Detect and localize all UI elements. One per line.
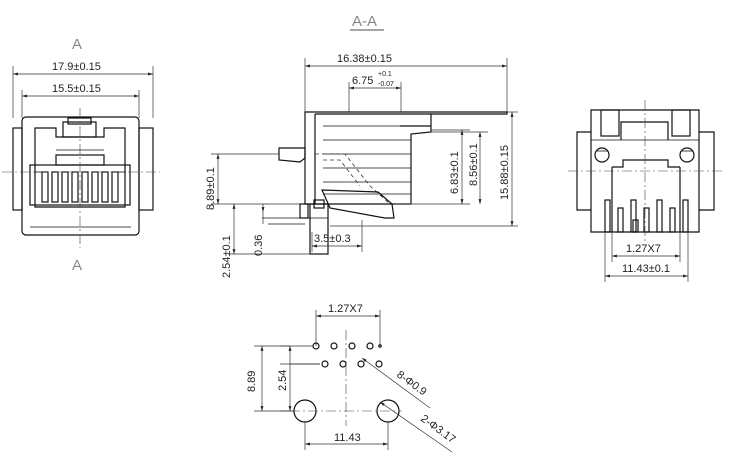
dim-front-width-inner: 15.5±0.15 — [52, 83, 101, 95]
front-view: A A 17.9±0.15 15.5±0.15 — [2, 36, 160, 274]
dim-slot-tol-upper: +0.1 — [378, 71, 392, 78]
dim-pcb-row-height: 2.54 — [277, 370, 289, 391]
dim-pcb-total-height: 8.89 — [246, 371, 258, 392]
note-peg-holes: 2-Φ3.17 — [418, 413, 457, 446]
dim-slot-tol-lower: -0.07 — [378, 81, 394, 88]
dim-standoff: 0.36 — [253, 235, 265, 256]
dim-pcb-peg-span: 11.43 — [334, 432, 361, 444]
dim-height-683: 6.83±0.1 — [449, 151, 461, 194]
dim-pin-depth: 2.54±0.1 — [221, 235, 233, 278]
dim-height-856: 8.56±0.1 — [468, 143, 480, 186]
dim-height-1588: 15.88±0.15 — [499, 145, 511, 200]
dim-slot-width: 6.75 — [352, 75, 373, 87]
dim-height-889: 8.89±0.1 — [205, 167, 217, 210]
dim-pin-offset: 3.5±0.3 — [314, 233, 351, 245]
dim-rear-peg-span: 11.43±0.1 — [622, 263, 670, 275]
pcb-layout: 1.27X7 2.54 8.89 — [246, 303, 458, 453]
dim-side-length: 16.38±0.15 — [337, 53, 392, 65]
pcb-pin-holes — [312, 342, 383, 368]
section-marker-bottom: A — [72, 257, 82, 274]
dim-front-width-outer: 17.9±0.15 — [52, 61, 101, 73]
dim-pcb-pin-pitch: 1.27X7 — [328, 303, 363, 315]
note-pin-holes: 8-Φ0.9 — [394, 369, 428, 399]
dim-rear-pin-pitch: 1.27X7 — [626, 243, 661, 255]
rear-view: 1.27X7 11.43±0.1 — [568, 100, 722, 282]
section-marker-top: A — [72, 36, 82, 53]
side-view: 16.38±0.15 6.75 +0.1 -0.07 — [205, 53, 518, 278]
section-title: A-A — [352, 13, 377, 30]
